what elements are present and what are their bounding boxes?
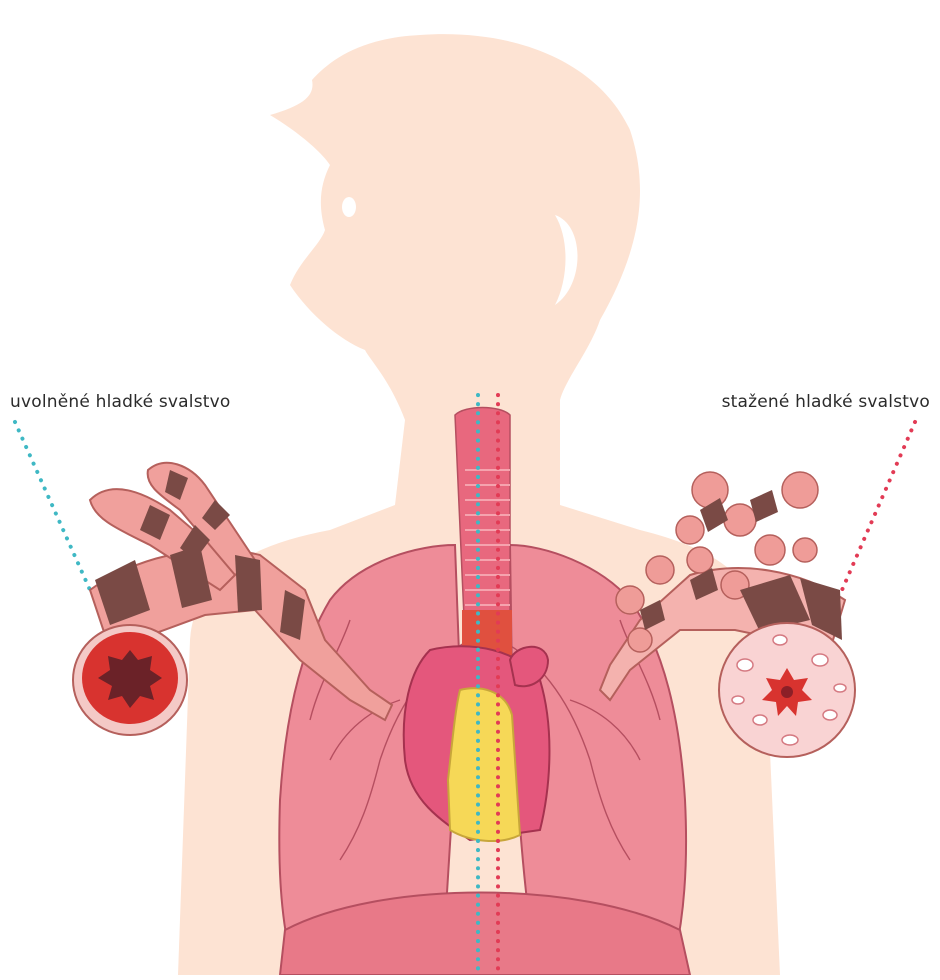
contracted-lumen-center xyxy=(781,686,793,698)
eye xyxy=(342,197,356,217)
contracted-callout-line xyxy=(842,422,915,590)
relaxed-muscle-label: uvolněné hladké svalstvo xyxy=(10,392,230,412)
trachea xyxy=(455,408,512,661)
aorta-yellow xyxy=(448,688,520,841)
relaxed-callout-line xyxy=(15,422,90,590)
contracted-muscle-label: stažené hladké svalstvo xyxy=(722,392,930,412)
